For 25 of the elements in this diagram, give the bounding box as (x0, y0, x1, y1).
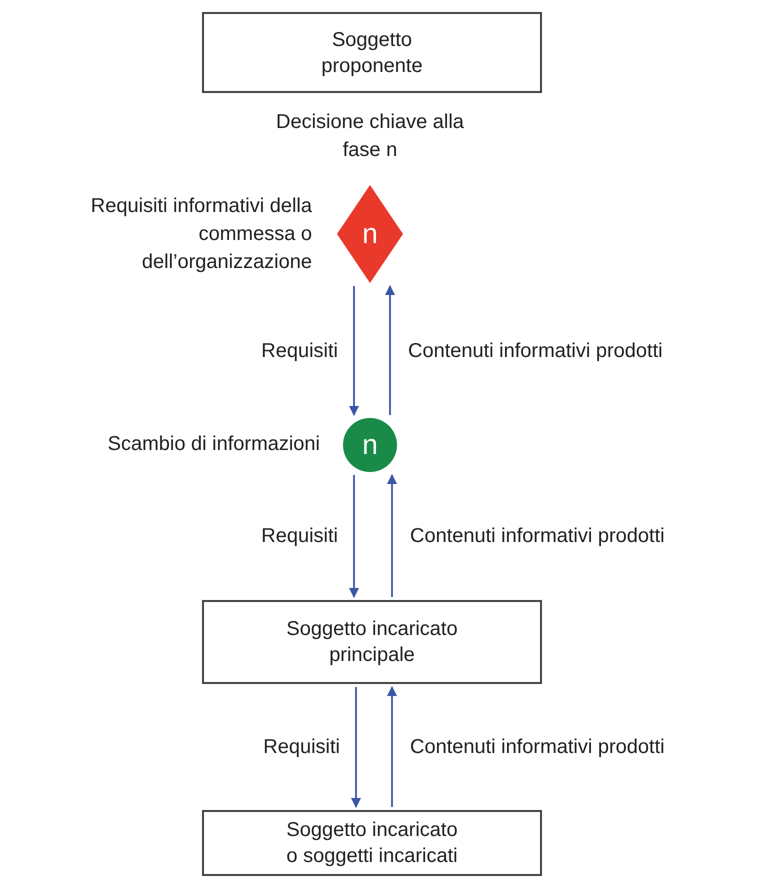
process-box (202, 600, 542, 684)
arrow (387, 686, 397, 807)
edge-label: Contenuti informativi prodotti (410, 524, 665, 548)
decision-diamond (337, 185, 403, 283)
arrow (385, 285, 395, 415)
decision-caption: Decisione chiave alla fase n (275, 110, 465, 163)
edge-label: Contenuti informativi prodotti (410, 735, 665, 759)
edge-label: Contenuti informativi prodotti (408, 338, 663, 362)
edge-label: Requisiti (261, 338, 338, 362)
arrow (349, 475, 359, 598)
arrow (349, 286, 359, 416)
node-label: Soggetto proponente (320, 28, 424, 78)
node-label: Soggetto incaricato principale (285, 617, 459, 668)
edge-label: Requisiti (263, 735, 340, 759)
arrow (387, 474, 397, 597)
phase-label: n (362, 218, 378, 250)
edge-label: Requisiti (261, 524, 338, 548)
arrow (351, 687, 361, 808)
node-caption: Scambio di informazioni (106, 432, 320, 457)
node-label: Soggetto incaricato o soggetti incaricati (285, 818, 459, 869)
process-box (202, 810, 542, 876)
process-box (202, 12, 542, 93)
phase-label: n (362, 429, 378, 461)
exchange-circle (343, 418, 397, 472)
node-caption: Requisiti informativi della commessa o dell’organizzazione (90, 194, 312, 275)
